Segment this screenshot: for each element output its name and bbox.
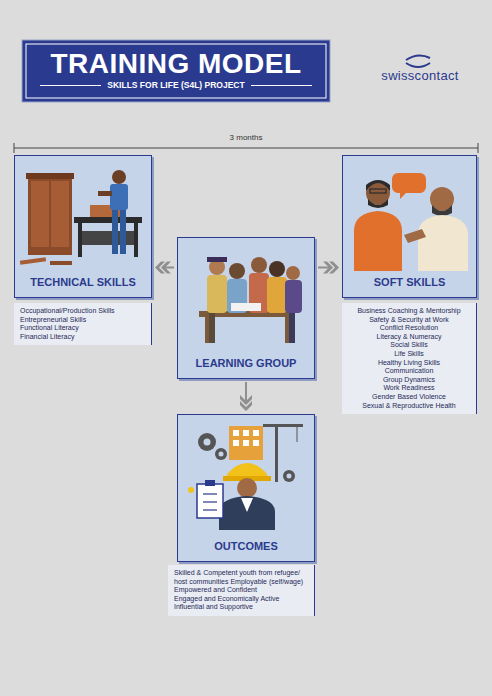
list-item: Empowered and Confident [174,586,308,595]
skill-box: TECHNICAL SKILLS [14,155,152,298]
connector-arrow [155,262,174,274]
list-item: Entrepreneurial Skills [20,316,145,325]
logo-text: swisscontact [368,68,472,83]
title-inner-border [26,44,326,98]
list-item: Literacy & Numeracy [348,333,470,342]
connector-arrow [318,262,339,274]
box-heading: TECHNICAL SKILLS [26,276,140,297]
list-item: Gender Based Violence [348,393,470,402]
list-item: Functional Literacy [20,324,145,333]
list-item: Communication [348,367,470,376]
list-item: Engaged and Economically Active [174,595,308,604]
outcome-box: OUTCOMES [177,414,315,562]
subtitle-text: SKILLS FOR LIFE (S4L) PROJECT [107,80,244,90]
connector-line [165,267,174,269]
list-item: Financial Literacy [20,333,145,342]
title-banner [22,40,330,102]
rule-line [251,85,312,86]
group-box: LEARNING GROUP [177,237,315,379]
list-item: Social Skills [348,341,470,350]
title-text: TRAINING MODEL [26,48,326,80]
arrow-chevron [240,395,252,405]
subtitle-row: SKILLS FOR LIFE (S4L) PROJECT [40,80,312,90]
list-item: Work Readiness [348,384,470,393]
list-item: Conflict Resolution [348,324,470,333]
list-panel: Occupational/Production SkillsEntreprene… [14,303,152,345]
list-item: Skilled & Competent youth from refugee/ … [174,569,308,586]
list-item: Business Coaching & Mentorship [348,307,470,316]
list-item: Life Skills [348,350,470,359]
box-heading: SOFT SKILLS [370,276,450,297]
rule-line [40,85,101,86]
list-item: Sexual & Reproductive Health [348,402,470,411]
carpentry-illustration [16,159,151,271]
logo-swirl [406,55,430,67]
skill-box: SOFT SKILLS [342,155,477,298]
outcomes-illustration [179,418,314,530]
list-item: Occupational/Production Skills [20,307,145,316]
list-item: Healthy Living Skills [348,359,470,368]
connector-line [245,382,247,401]
connector-line [318,267,329,269]
list-item: Group Dynamics [348,376,470,385]
box-heading: OUTCOMES [210,540,282,561]
list-item: Influential and Supportive [174,603,308,612]
connector-arrow [240,382,252,411]
box-heading: LEARNING GROUP [192,357,301,378]
conversation-illustration [344,159,476,271]
group-illustration [179,241,314,349]
list-panel: Business Coaching & MentorshipSafety & S… [342,303,477,414]
duration-label: 3 months [216,133,276,142]
list-item: Safety & Security at Work [348,316,470,325]
list-panel: Skilled & Competent youth from refugee/ … [168,565,315,616]
arrow-chevron [161,262,171,274]
arrow-chevron [323,262,333,274]
duration-bracket [14,143,478,153]
